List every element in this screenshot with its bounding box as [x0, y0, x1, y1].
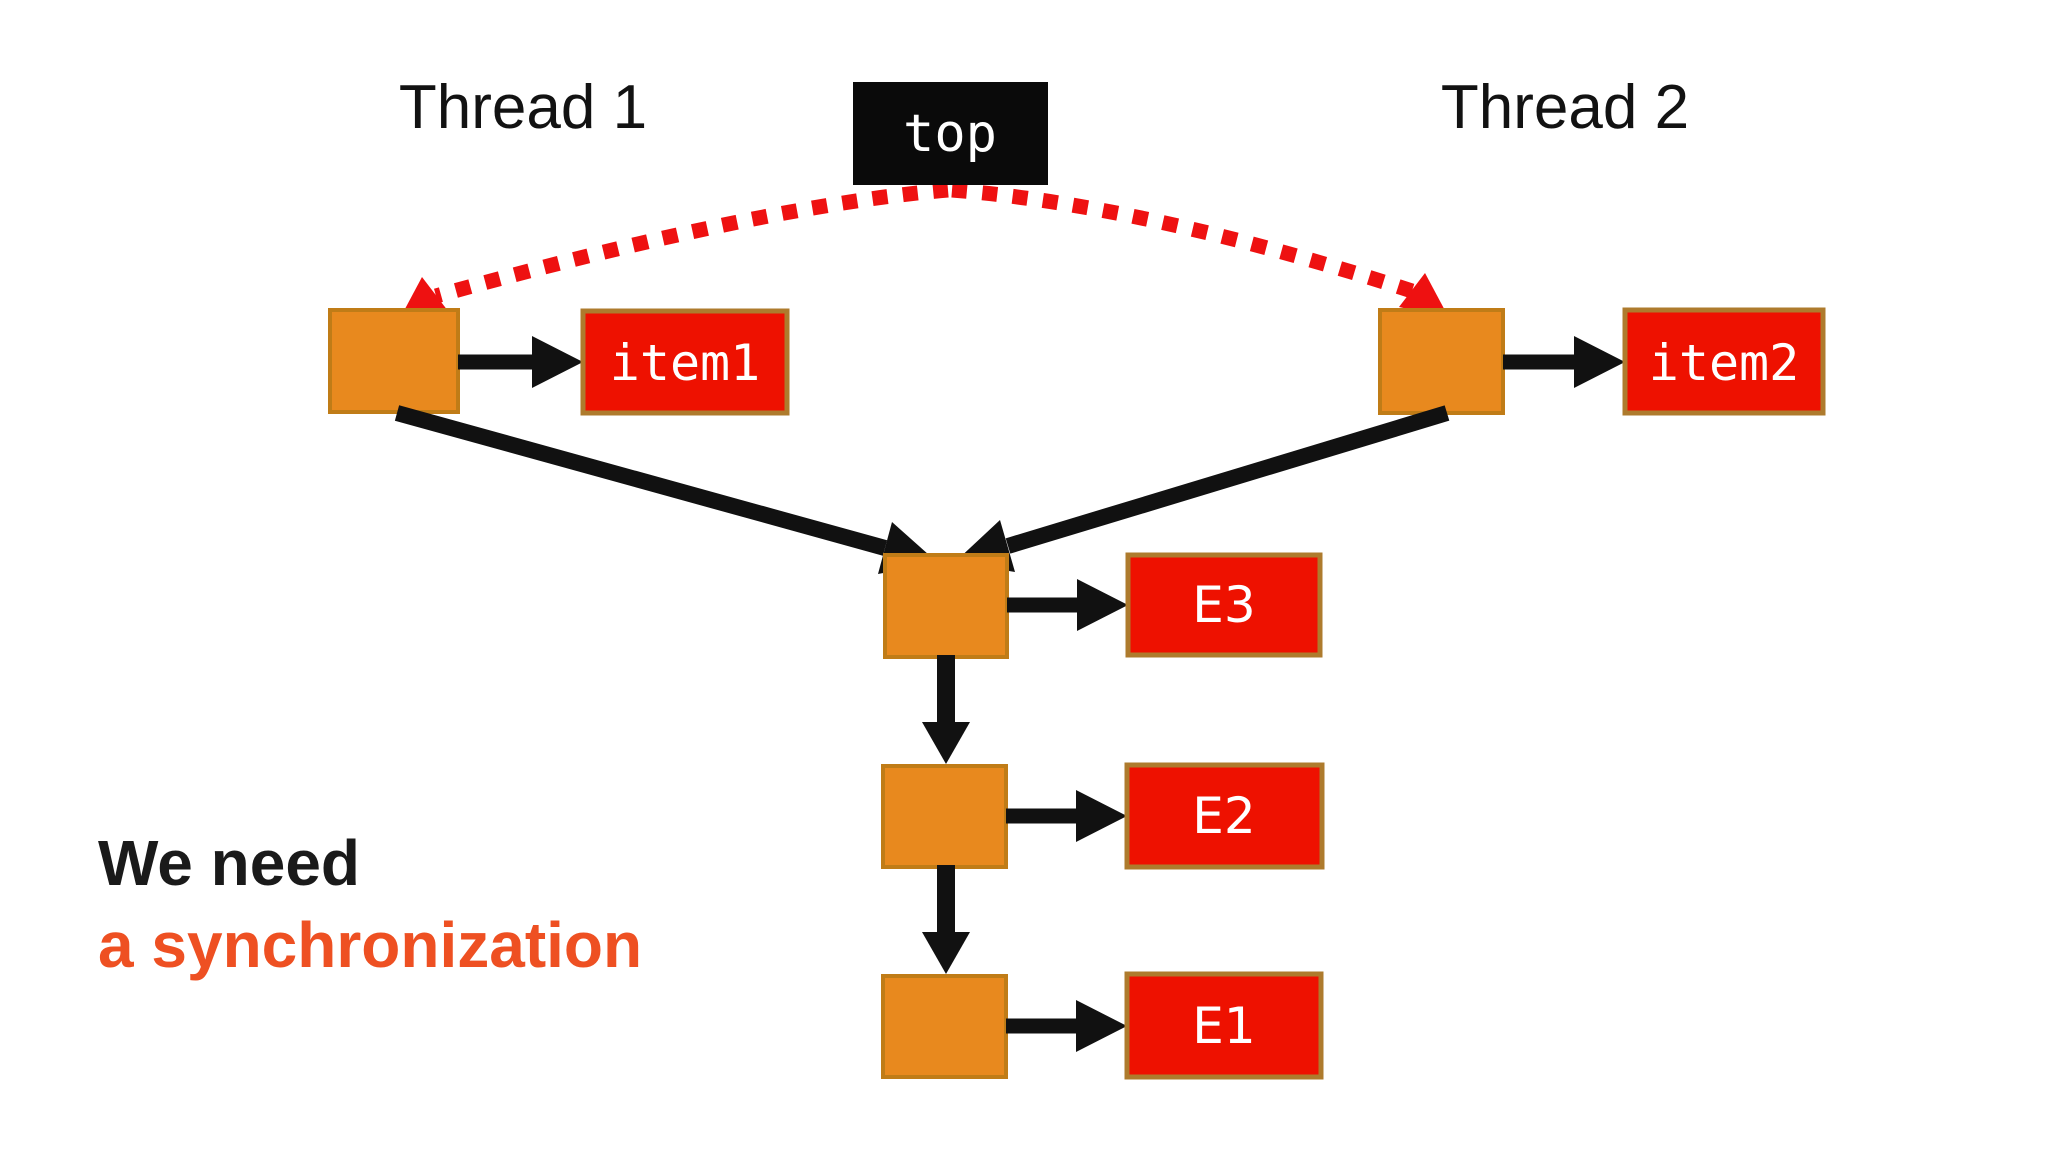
e3-label: E3	[1192, 576, 1255, 634]
dashed-arrowhead-right	[1399, 273, 1449, 318]
arrow-e3-node-to-e2-node	[922, 655, 970, 764]
arrowhead	[922, 722, 970, 764]
item1-rect	[580, 308, 790, 416]
arrowhead	[1076, 1000, 1127, 1052]
item1-box: item1	[580, 308, 790, 416]
arrowhead	[532, 336, 583, 388]
item2-label: item2	[1649, 334, 1800, 392]
stack-node-e1-box	[881, 974, 1008, 1079]
e3-rect	[1125, 552, 1323, 658]
item1-label: item1	[610, 334, 761, 392]
arrow-thread1-node-to-item1	[458, 336, 583, 388]
caption-line1: We need	[98, 827, 360, 899]
dashed-line-left	[433, 182, 949, 304]
item2-rect	[1622, 307, 1826, 416]
arrow-thread1-node-to-stack-head	[394, 405, 938, 574]
item2-box: item2	[1622, 307, 1826, 416]
e1-box: E1	[1124, 971, 1324, 1080]
thread2-node-box	[1378, 308, 1505, 415]
arrow-thread2-node-to-stack-head	[955, 405, 1450, 572]
caption-line2: a synchronization	[98, 909, 642, 981]
top-box-rect	[853, 82, 1048, 185]
stack-node-e3-box	[883, 553, 1009, 659]
arrowhead	[922, 932, 970, 974]
top-box-label: top	[903, 104, 997, 164]
thread1-label: Thread 1	[399, 73, 647, 142]
arrow-shaft	[394, 405, 888, 556]
arrow-node-to-e3	[1007, 579, 1128, 631]
arrow-node-to-e2	[1006, 790, 1127, 842]
e2-rect	[1124, 762, 1325, 870]
e1-rect	[1124, 971, 1324, 1080]
arrowhead	[1076, 790, 1127, 842]
arrowhead	[1077, 579, 1128, 631]
e2-label: E2	[1192, 787, 1255, 845]
e1-label: E1	[1192, 997, 1255, 1055]
thread2-label: Thread 2	[1441, 73, 1689, 142]
top-pointer-to-thread2-dashed-arrow	[951, 182, 1449, 318]
thread1-node-box	[328, 308, 460, 414]
top-pointer-to-thread1-dashed-arrow	[398, 182, 949, 322]
arrow-shaft	[1005, 405, 1450, 554]
e2-box: E2	[1124, 762, 1325, 870]
arrow-e2-node-to-e1-node	[922, 865, 970, 974]
dashed-line-right	[951, 182, 1415, 299]
stack-node-e2-box	[881, 764, 1008, 869]
top-pointer-box: top	[853, 82, 1048, 185]
arrow-thread2-node-to-item2	[1503, 336, 1625, 388]
arrow-node-to-e1	[1006, 1000, 1127, 1052]
arrowhead	[1574, 336, 1625, 388]
e3-box: E3	[1125, 552, 1323, 658]
